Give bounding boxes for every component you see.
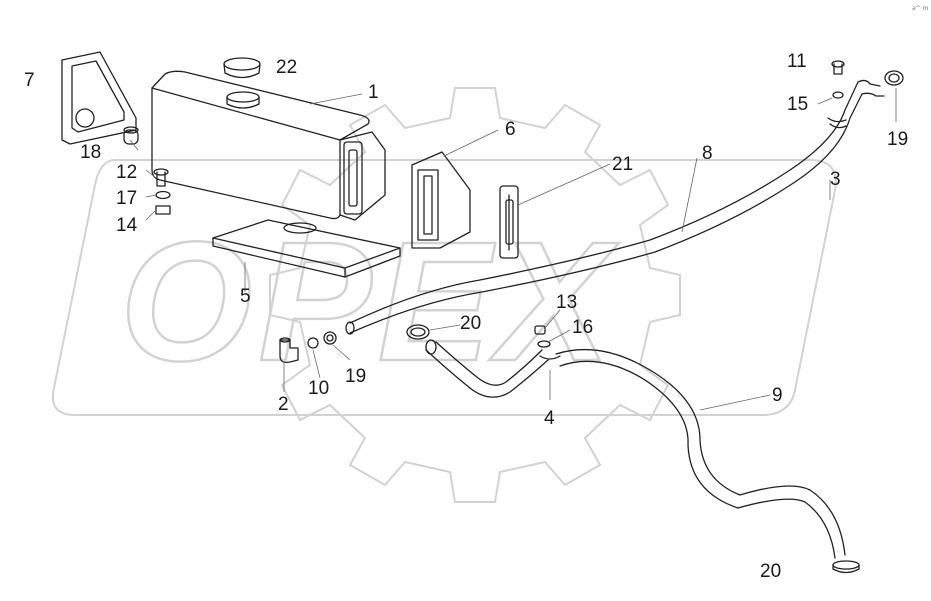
label-2: 2 [278, 394, 289, 415]
part-7-bracket [61, 51, 137, 145]
label-7: 7 [24, 70, 35, 91]
label-18: 18 [80, 142, 101, 163]
label-16: 16 [572, 317, 593, 338]
watermark-gear [269, 87, 681, 503]
label-4: 4 [544, 408, 555, 429]
label-15: 15 [787, 94, 808, 115]
part-9-hose [555, 348, 846, 559]
label-6: 6 [505, 119, 516, 140]
part-2-elbow [279, 337, 299, 364]
part-14-nut [155, 205, 171, 215]
part-13-fitting [534, 325, 546, 335]
label-14: 14 [116, 215, 138, 236]
part-18-bushing [123, 126, 139, 145]
label-19-right: 19 [887, 129, 908, 150]
part-6-panel [411, 151, 471, 249]
label-9: 9 [772, 385, 783, 406]
label-8: 8 [702, 143, 713, 164]
part-5-plate [212, 219, 401, 278]
part-17-washer [155, 190, 171, 200]
watermark: OPEX [52, 87, 837, 503]
part-21-gauge [499, 185, 519, 259]
label-20-mid: 20 [460, 313, 481, 334]
label-20-bottom: 20 [760, 561, 781, 582]
part-19-clamp-left [323, 331, 337, 345]
part-8-hose [345, 79, 885, 335]
label-17: 17 [116, 188, 137, 209]
part-16-washer [537, 340, 561, 360]
label-11: 11 [787, 51, 807, 72]
part-20-clamp-mid [406, 324, 430, 340]
watermark-banner [52, 159, 837, 416]
label-19-left: 19 [345, 366, 366, 387]
part-20-clamp-bottom [832, 560, 860, 574]
part-10-washer [307, 337, 319, 349]
part-3-clamp [827, 117, 847, 129]
leader-lines [129, 88, 897, 411]
part-15-washer [832, 91, 844, 99]
label-5: 5 [240, 286, 251, 307]
corner-mark: a^ m [912, 5, 929, 12]
part-12-bolt [153, 168, 169, 187]
label-1: 1 [368, 82, 379, 103]
part-11-bolt [831, 60, 845, 75]
part-19-clamp-right [884, 70, 904, 86]
part-4-hose [425, 339, 549, 398]
part-1-tank [151, 70, 386, 221]
label-22: 22 [276, 57, 297, 78]
label-10: 10 [308, 378, 329, 399]
watermark-text: OPEX [120, 207, 619, 397]
part-22-cap [223, 57, 261, 79]
label-21: 21 [612, 154, 633, 175]
label-3: 3 [830, 169, 841, 190]
label-13: 13 [556, 292, 577, 313]
labels: 1 22 7 18 12 17 14 5 6 21 8 3 11 15 19 2… [24, 51, 908, 582]
label-12: 12 [116, 162, 137, 183]
